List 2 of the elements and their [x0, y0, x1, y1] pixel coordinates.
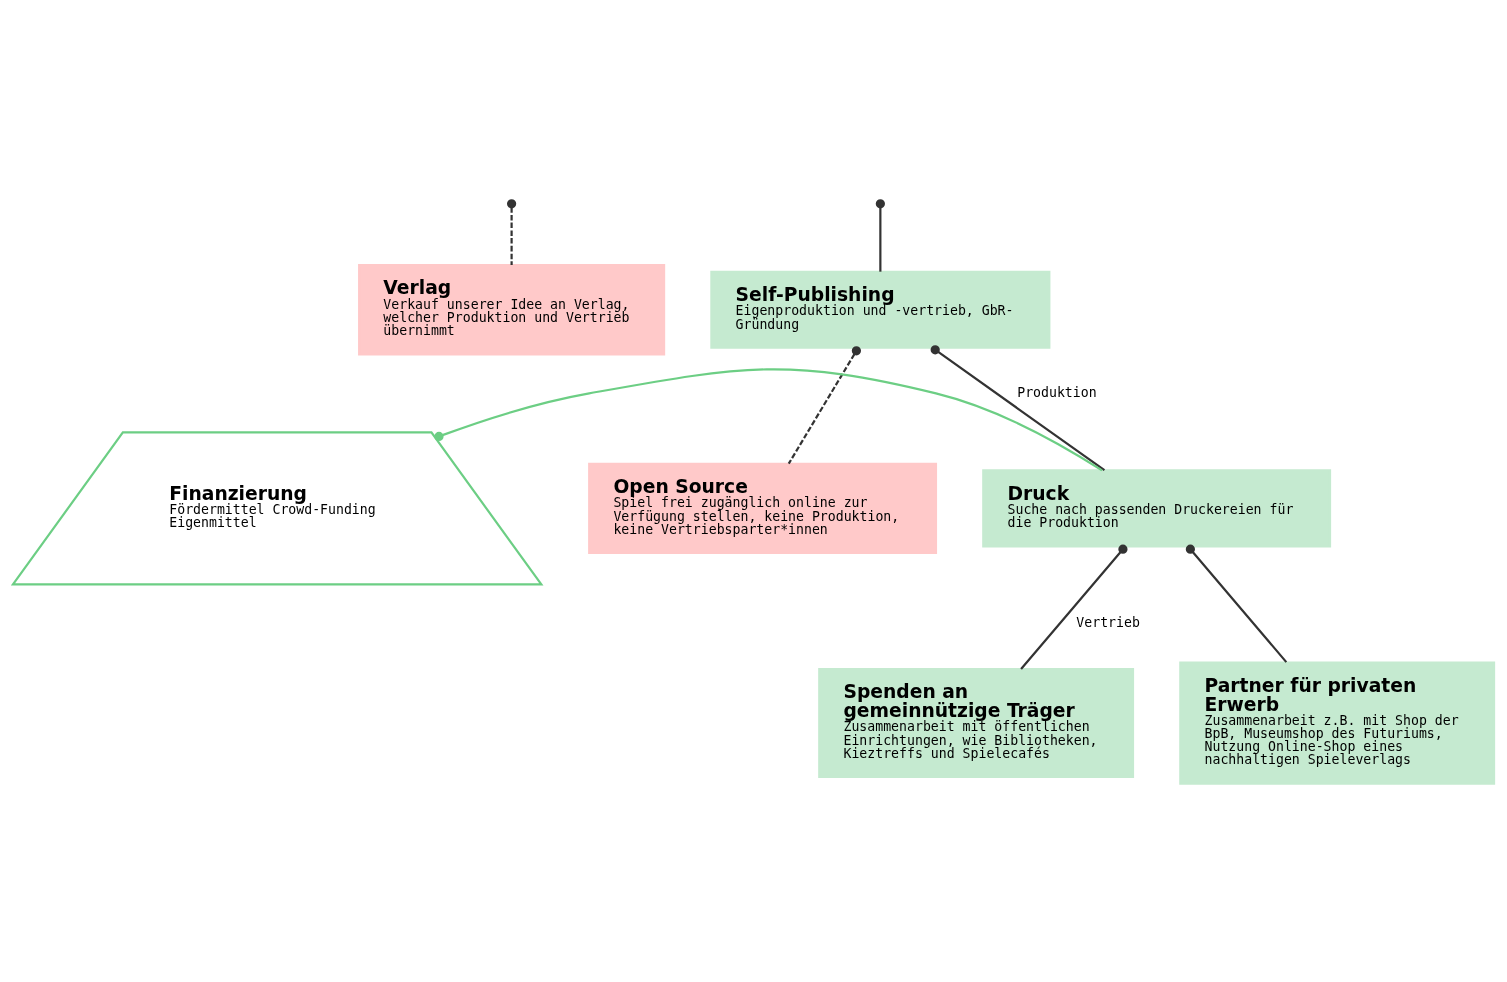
- edge-label: Produktion: [1017, 384, 1097, 400]
- edge-label: Vertrieb: [1076, 614, 1140, 630]
